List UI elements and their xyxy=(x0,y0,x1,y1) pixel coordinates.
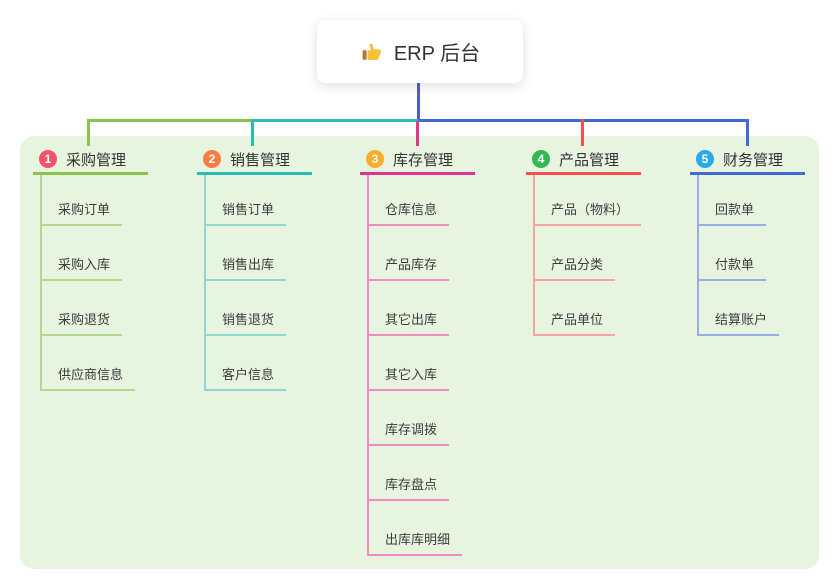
tree-node-item[interactable]: 回款单 xyxy=(699,175,767,226)
branch-purchase: 1 采购管理 采购订单 采购入库 采购退货 供应商信息 xyxy=(33,146,148,391)
branch-label: 产品管理 xyxy=(559,151,620,169)
tree-node-item[interactable]: 产品单位 xyxy=(535,281,616,336)
tree-node-item[interactable]: 付款单 xyxy=(699,226,767,281)
tree-node-item[interactable]: 销售退货 xyxy=(206,281,287,336)
connector-root-drop xyxy=(417,83,420,122)
tree-node-item[interactable]: 客户信息 xyxy=(206,336,287,391)
tree-node-item[interactable]: 产品库存 xyxy=(369,226,450,281)
tree-node-item[interactable]: 库存盘点 xyxy=(369,446,450,501)
tree-node-item[interactable]: 采购入库 xyxy=(42,226,123,281)
tree-node-item[interactable]: 供应商信息 xyxy=(42,336,136,391)
tree-node-item[interactable]: 产品（物料） xyxy=(535,175,642,226)
branch-title-inventory[interactable]: 3 库存管理 xyxy=(360,146,475,175)
branch-children: 回款单 付款单 结算账户 xyxy=(697,175,780,336)
branches-panel xyxy=(20,136,819,569)
tree-node-item[interactable]: 其它入库 xyxy=(369,336,450,391)
branch-children: 仓库信息 产品库存 其它出库 其它入库 库存调拨 库存盘点 出库库明细 xyxy=(367,175,463,556)
tree-node-item[interactable]: 仓库信息 xyxy=(369,175,450,226)
branch-badge: 1 xyxy=(39,150,57,168)
branch-inventory: 3 库存管理 仓库信息 产品库存 其它出库 其它入库 库存调拨 库存盘点 出库库… xyxy=(360,146,475,556)
branch-badge: 3 xyxy=(366,150,384,168)
connector-bus-sales xyxy=(252,119,418,122)
branch-label: 销售管理 xyxy=(230,151,291,169)
branch-children: 销售订单 销售出库 销售退货 客户信息 xyxy=(204,175,287,391)
tree-node-item[interactable]: 产品分类 xyxy=(535,226,616,281)
branch-label: 库存管理 xyxy=(393,151,454,169)
branch-badge: 2 xyxy=(203,150,221,168)
root-node[interactable]: ERP 后台 xyxy=(317,20,523,83)
branch-title-product[interactable]: 4 产品管理 xyxy=(526,146,641,175)
branch-sales: 2 销售管理 销售订单 销售出库 销售退货 客户信息 xyxy=(197,146,312,391)
tree-node-item[interactable]: 销售订单 xyxy=(206,175,287,226)
branch-label: 财务管理 xyxy=(723,151,784,169)
tree-node-item[interactable]: 销售出库 xyxy=(206,226,287,281)
tree-node-item[interactable]: 其它出库 xyxy=(369,281,450,336)
root-label: ERP 后台 xyxy=(393,43,481,65)
connector-drop-finance xyxy=(746,119,749,146)
tree-node-item[interactable]: 采购退货 xyxy=(42,281,123,336)
branch-badge: 4 xyxy=(532,150,550,168)
tree-node-item[interactable]: 采购订单 xyxy=(42,175,123,226)
connector-drop-product xyxy=(581,119,584,146)
branch-title-purchase[interactable]: 1 采购管理 xyxy=(33,146,148,175)
tree-node-item[interactable]: 出库库明细 xyxy=(369,501,463,556)
branch-product: 4 产品管理 产品（物料） 产品分类 产品单位 xyxy=(526,146,642,336)
thumbs-up-icon xyxy=(360,40,384,64)
branch-label: 采购管理 xyxy=(66,151,127,169)
branch-title-finance[interactable]: 5 财务管理 xyxy=(690,146,805,175)
branch-badge: 5 xyxy=(696,150,714,168)
connector-drop-inventory xyxy=(416,121,419,146)
branch-children: 产品（物料） 产品分类 产品单位 xyxy=(533,175,642,336)
branch-finance: 5 财务管理 回款单 付款单 结算账户 xyxy=(690,146,805,336)
connector-drop-sales xyxy=(251,119,254,146)
tree-node-item[interactable]: 结算账户 xyxy=(699,281,780,336)
branch-title-sales[interactable]: 2 销售管理 xyxy=(197,146,312,175)
branch-children: 采购订单 采购入库 采购退货 供应商信息 xyxy=(40,175,136,391)
connector-drop-purchase xyxy=(87,119,90,146)
tree-node-item[interactable]: 库存调拨 xyxy=(369,391,450,446)
connector-bus-purchase xyxy=(87,119,252,122)
